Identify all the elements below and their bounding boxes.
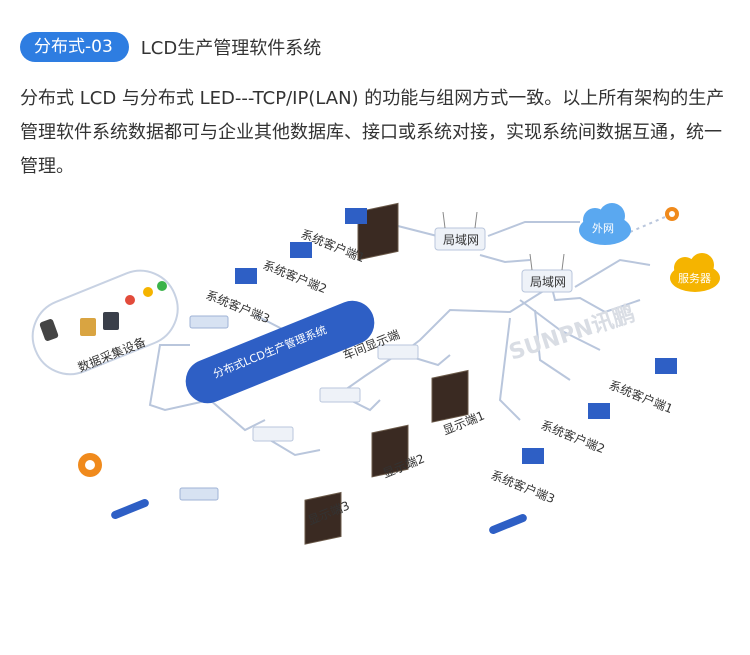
server-icon: 服务器: [670, 253, 720, 292]
router-1-label: 局域网: [443, 233, 479, 247]
watermark-text: SUNPN讯鹏: [506, 301, 638, 366]
decor-bar-left: [111, 499, 149, 519]
switch-3: [252, 426, 294, 442]
connection-lines: [148, 221, 651, 457]
server-label: 服务器: [678, 272, 711, 285]
internet-link: [629, 213, 673, 233]
keyboard-icon-2: [189, 315, 229, 329]
switch-1: [377, 344, 419, 360]
router-1: 局域网: [434, 211, 486, 251]
scanner-icon: [39, 319, 59, 341]
client-left-2-label: 系统客户端2: [261, 257, 329, 296]
section-tag: 分布式-03: [20, 32, 129, 62]
display-1: 显示端1: [431, 369, 487, 438]
gear-icon-large: [78, 453, 102, 477]
client-right-2-label: 系统客户端2: [539, 417, 607, 456]
description-text: 分布式 LCD 与分布式 LED---TCP/IP(LAN) 的功能与组网方式一…: [20, 88, 725, 177]
section-title: LCD生产管理软件系统: [140, 38, 322, 59]
data-collection-devices: 数据采集设备: [31, 269, 179, 376]
cloud-label: 外网: [592, 222, 614, 235]
green-light-icon: [157, 281, 167, 291]
client-right-1-label: 系统客户端1: [607, 377, 675, 416]
client-right-3-label: 系统客户端3: [489, 467, 557, 506]
display-2: 显示端2: [371, 424, 427, 481]
router-2-label: 局域网: [530, 275, 566, 289]
data-devices-label: 数据采集设备: [76, 334, 148, 375]
switch-2: [319, 387, 361, 403]
keyboard-icon: [179, 487, 219, 501]
yellow-light-icon: [143, 287, 153, 297]
decor-bar-right: [489, 514, 527, 534]
section-header: 分布式-03 LCD生产管理软件系统: [20, 32, 321, 62]
red-light-icon: [125, 295, 135, 305]
client-left-2: 系统客户端2: [261, 242, 329, 296]
router-2: 局域网: [521, 253, 573, 293]
display-3: 显示端3: [304, 491, 352, 545]
gear-icon: [665, 207, 679, 221]
reader-icon: [80, 318, 96, 336]
terminal-icon: [103, 312, 119, 330]
client-right-3: 系统客户端3: [489, 448, 557, 506]
client-right-1: 系统客户端1: [607, 358, 677, 416]
cloud-icon: 外网: [579, 203, 631, 245]
client-right-2: 系统客户端2: [539, 403, 610, 456]
